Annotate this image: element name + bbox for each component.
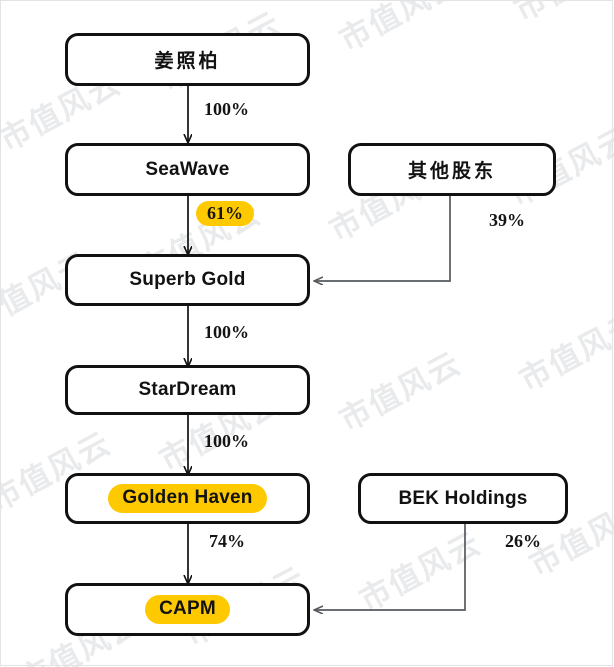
node-golden-haven[interactable]: Golden Haven (65, 473, 310, 524)
node-capm[interactable]: CAPM (65, 583, 310, 636)
node-seawave[interactable]: SeaWave (65, 143, 310, 196)
edge-label-jiang-seawave: 100% (204, 99, 249, 120)
node-superb-gold[interactable]: Superb Gold (65, 254, 310, 306)
edge-label-text: 100% (204, 322, 249, 342)
node-star-dream[interactable]: StarDream (65, 365, 310, 415)
edge-label-text: 39% (489, 210, 525, 230)
node-bek-holdings[interactable]: BEK Holdings (358, 473, 568, 524)
edge-label-others-superbgold: 39% (489, 210, 525, 231)
node-label: Superb Gold (129, 269, 246, 290)
edge-label-text: 61% (196, 201, 254, 226)
edge-label-text: 100% (204, 99, 249, 119)
edge-label-superbgold-stardream: 100% (204, 322, 249, 343)
edge-label-text: 100% (204, 431, 249, 451)
edge-label-text: 26% (505, 531, 541, 551)
edge-bek-capm (315, 524, 466, 610)
edge-others-superbgold (315, 196, 451, 281)
edge-label-bek-capm: 26% (505, 531, 541, 552)
edge-label-goldenhaven-capm: 74% (209, 531, 245, 552)
edge-label-text: 74% (209, 531, 245, 551)
node-label: Golden Haven (108, 484, 267, 513)
node-jiang-zhaobo[interactable]: 姜照柏 (65, 33, 310, 86)
node-label: SeaWave (145, 158, 230, 180)
node-label: 姜照柏 (154, 50, 221, 72)
node-label: BEK Holdings (398, 487, 528, 509)
edge-label-stardream-goldenhaven: 100% (204, 431, 249, 452)
edge-label-seawave-superbgold: 61% (196, 201, 254, 226)
node-label: StarDream (138, 379, 237, 400)
node-label: 其他股东 (407, 160, 496, 182)
node-other-shareholders[interactable]: 其他股东 (348, 143, 556, 196)
node-label: CAPM (145, 595, 230, 624)
